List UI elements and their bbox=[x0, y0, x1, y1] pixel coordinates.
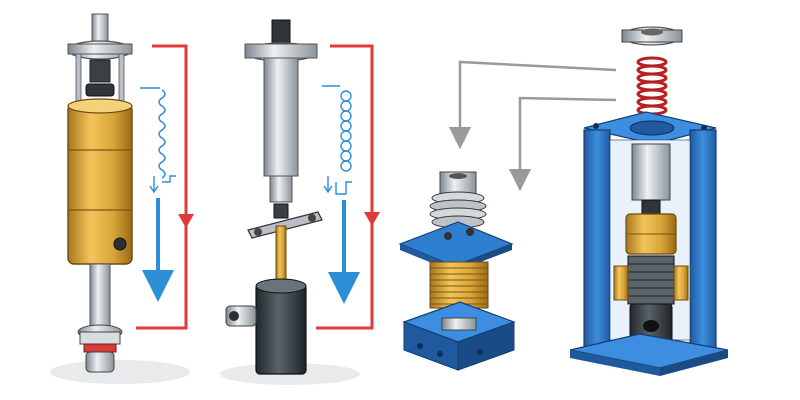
bellows-spring-assembly bbox=[398, 171, 516, 371]
steel-cylinder bbox=[263, 57, 299, 177]
red-seal bbox=[83, 343, 117, 353]
coil-loops bbox=[340, 90, 352, 172]
piston-rod bbox=[631, 143, 671, 201]
guide-rod-left bbox=[75, 53, 82, 107]
dark-cylinder bbox=[255, 283, 307, 375]
frame-column-left bbox=[583, 129, 611, 351]
top-rod bbox=[271, 19, 291, 47]
bottom-nut bbox=[85, 351, 115, 373]
top-rod bbox=[91, 13, 109, 45]
red-travel-bracket bbox=[316, 44, 374, 330]
gray-arrow-to-base bbox=[508, 96, 617, 192]
spring-signal-wave bbox=[158, 89, 166, 179]
gray-arrow-to-bellows bbox=[448, 60, 617, 150]
red-arrowhead bbox=[178, 214, 194, 228]
inner-fitting bbox=[89, 59, 111, 83]
brass-rod bbox=[275, 225, 287, 287]
gray-pointer-arrows bbox=[448, 60, 617, 192]
red-spring bbox=[636, 56, 668, 116]
brass-cylinder-assembly bbox=[50, 13, 194, 384]
frame-column-right bbox=[689, 129, 717, 351]
red-travel-bracket bbox=[136, 44, 188, 330]
lower-rod bbox=[89, 263, 111, 329]
floor-shadow bbox=[50, 360, 190, 384]
signal-symbol bbox=[323, 176, 352, 195]
top-blue-plate bbox=[398, 221, 514, 267]
brass-bellows bbox=[429, 261, 489, 309]
tilted-plate bbox=[247, 211, 323, 239]
red-arrowhead bbox=[364, 212, 380, 226]
disc-spring-stack bbox=[429, 191, 487, 229]
signal-symbol bbox=[149, 175, 176, 194]
guide-rod-right bbox=[118, 53, 125, 107]
press-frame-assembly bbox=[569, 26, 729, 376]
port-hole bbox=[113, 237, 127, 251]
side-fitting bbox=[225, 305, 257, 327]
plunger-cylinder-assembly bbox=[220, 19, 380, 385]
